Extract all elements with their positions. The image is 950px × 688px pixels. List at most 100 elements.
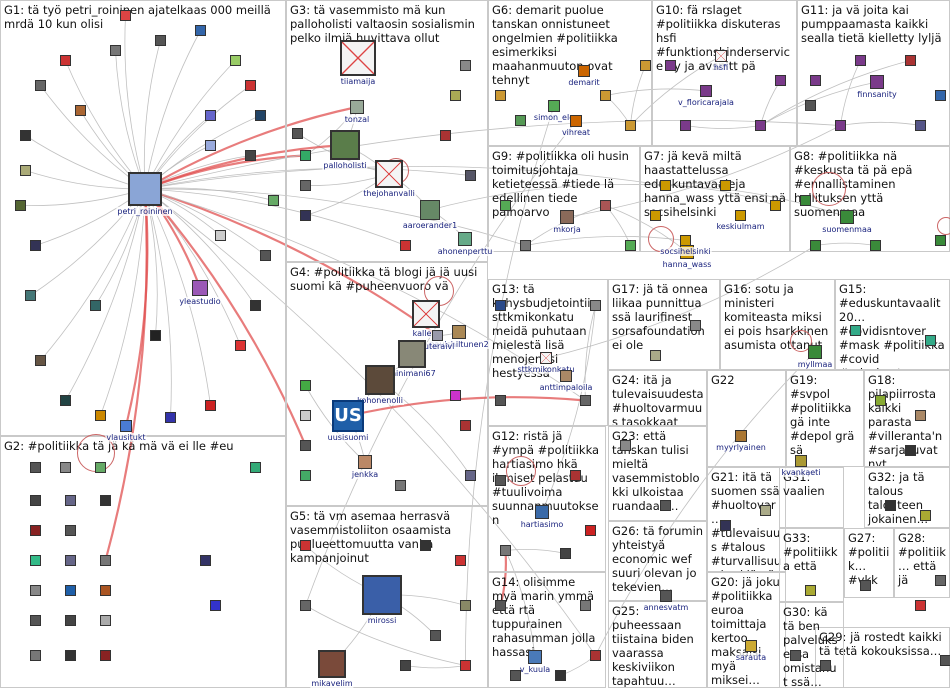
node[interactable] — [395, 480, 406, 491]
node[interactable] — [495, 395, 506, 406]
node[interactable] — [720, 520, 731, 531]
node[interactable] — [195, 25, 206, 36]
node[interactable] — [925, 335, 936, 346]
node[interactable] — [650, 350, 661, 361]
node[interactable] — [755, 120, 766, 131]
node-finnsanity[interactable] — [870, 75, 884, 89]
node[interactable] — [300, 540, 311, 551]
node[interactable] — [30, 615, 41, 626]
node-annesvatm[interactable] — [660, 590, 672, 602]
node[interactable] — [95, 410, 106, 421]
node[interactable] — [430, 630, 441, 641]
node[interactable] — [300, 440, 311, 451]
node[interactable] — [30, 525, 41, 536]
node[interactable] — [460, 600, 471, 611]
node[interactable] — [300, 380, 311, 391]
node-socsihelsinki[interactable] — [680, 235, 691, 246]
node[interactable] — [885, 500, 896, 511]
node[interactable] — [35, 80, 46, 91]
node[interactable] — [555, 670, 566, 681]
node-demarit[interactable] — [578, 65, 590, 77]
node[interactable] — [65, 585, 76, 596]
node[interactable] — [200, 555, 211, 566]
node[interactable] — [500, 545, 511, 556]
node[interactable] — [420, 540, 431, 551]
node[interactable] — [465, 170, 476, 181]
node[interactable] — [625, 120, 636, 131]
node-simon_elo[interactable] — [548, 100, 560, 112]
node[interactable] — [100, 555, 111, 566]
node[interactable] — [935, 235, 946, 246]
node[interactable] — [300, 470, 311, 481]
node[interactable] — [495, 300, 506, 311]
node[interactable] — [250, 462, 261, 473]
node-palloholisti[interactable] — [330, 130, 360, 160]
node[interactable] — [65, 495, 76, 506]
node[interactable] — [665, 60, 676, 71]
node[interactable] — [580, 600, 591, 611]
node[interactable] — [940, 655, 950, 666]
node[interactable] — [20, 165, 31, 176]
node-jenkka[interactable] — [358, 455, 372, 469]
node[interactable] — [260, 250, 271, 261]
node[interactable] — [835, 120, 846, 131]
node[interactable] — [860, 580, 871, 591]
node-suomenmaa[interactable] — [840, 210, 854, 224]
node-tonzal[interactable] — [350, 100, 364, 114]
node[interactable] — [590, 300, 601, 311]
node-paulshiltunen2[interactable] — [452, 325, 466, 339]
node[interactable] — [870, 240, 881, 251]
node[interactable] — [245, 150, 256, 161]
node[interactable] — [935, 90, 946, 101]
node[interactable] — [660, 180, 671, 191]
node-mikavelim[interactable] — [318, 650, 346, 678]
node-ruteraivl[interactable] — [432, 330, 443, 341]
node[interactable] — [915, 600, 926, 611]
node[interactable] — [570, 470, 581, 481]
node[interactable] — [875, 395, 886, 406]
node[interactable] — [100, 585, 111, 596]
node[interactable] — [680, 120, 691, 131]
node[interactable] — [450, 90, 461, 101]
node[interactable] — [30, 650, 41, 661]
node[interactable] — [770, 200, 781, 211]
node[interactable] — [560, 548, 571, 559]
node[interactable] — [300, 210, 311, 221]
node[interactable] — [905, 445, 916, 456]
node[interactable] — [690, 320, 701, 331]
node[interactable] — [495, 475, 506, 486]
node[interactable] — [100, 495, 111, 506]
node[interactable] — [805, 585, 816, 596]
node[interactable] — [515, 115, 526, 126]
node[interactable] — [210, 600, 221, 611]
node-kalle[interactable] — [412, 300, 440, 328]
node[interactable] — [245, 80, 256, 91]
node[interactable] — [15, 200, 26, 211]
node[interactable] — [20, 130, 31, 141]
node-anttimpaloila[interactable] — [560, 370, 572, 382]
node[interactable] — [230, 55, 241, 66]
node-vihreat[interactable] — [570, 115, 582, 127]
node[interactable] — [165, 412, 176, 423]
node-hartiasimo[interactable] — [535, 505, 549, 519]
node[interactable] — [590, 650, 601, 661]
node[interactable] — [620, 440, 631, 451]
node-yleastudio[interactable] — [192, 280, 208, 296]
node[interactable] — [120, 10, 131, 21]
node[interactable] — [500, 200, 511, 211]
node[interactable] — [625, 240, 636, 251]
node[interactable] — [760, 505, 771, 516]
node[interactable] — [155, 35, 166, 46]
node[interactable] — [250, 300, 261, 311]
node[interactable] — [60, 462, 71, 473]
node[interactable] — [205, 400, 216, 411]
node[interactable] — [300, 150, 311, 161]
node[interactable] — [600, 200, 611, 211]
node[interactable] — [460, 420, 471, 431]
node[interactable] — [800, 195, 811, 206]
node[interactable] — [440, 130, 451, 141]
node-myllmaa[interactable] — [808, 345, 822, 359]
node[interactable] — [455, 555, 466, 566]
node[interactable] — [640, 60, 651, 71]
node-minimani67[interactable] — [398, 340, 426, 368]
